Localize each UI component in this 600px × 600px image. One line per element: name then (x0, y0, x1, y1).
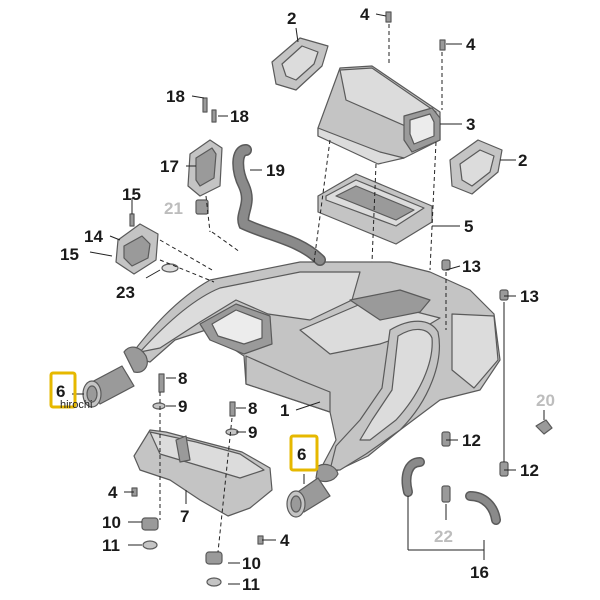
part-heat-shield (133, 429, 273, 517)
callout-19[interactable]: 19 (266, 161, 285, 180)
highlight-box-left (49, 371, 77, 409)
callout-11-bottom[interactable]: 11 (242, 575, 260, 594)
callout-15-left[interactable]: 15 (60, 245, 79, 264)
part-sensor (115, 213, 179, 275)
callout-21[interactable]: 21 (164, 199, 183, 218)
callout-16[interactable]: 16 (470, 563, 489, 582)
callout-4-bottom-left[interactable]: 4 (108, 483, 118, 502)
callout-11-left[interactable]: 11 (102, 536, 120, 555)
callout-9-right[interactable]: 9 (248, 423, 257, 442)
callout-12-right[interactable]: 12 (520, 461, 539, 480)
part-small-right (441, 259, 553, 477)
callout-4-right[interactable]: 4 (466, 35, 476, 54)
callout-8-left[interactable]: 8 (178, 369, 187, 388)
callout-17[interactable]: 17 (160, 157, 179, 176)
callout-10-bottom[interactable]: 10 (242, 554, 261, 573)
part-airbox-lower (123, 261, 501, 483)
callout-15-top[interactable]: 15 (122, 185, 141, 204)
part-mount-bottom (205, 551, 223, 587)
part-seal-right (449, 139, 503, 195)
callout-23[interactable]: 23 (116, 283, 135, 302)
callout-7[interactable]: 7 (180, 507, 189, 526)
callout-13-right[interactable]: 13 (520, 287, 539, 306)
callout-1[interactable]: 1 (280, 401, 289, 420)
callout-2-right[interactable]: 2 (518, 151, 527, 170)
callout-20[interactable]: 20 (536, 391, 555, 410)
callout-10-left[interactable]: 10 (102, 513, 121, 532)
callout-6-right[interactable]: 6 (297, 445, 306, 464)
part-plug (195, 199, 209, 215)
callout-18-left[interactable]: 18 (166, 87, 185, 106)
part-hoses-16 (401, 457, 501, 525)
callout-4-top[interactable]: 4 (360, 5, 370, 24)
callout-4-bottom-right[interactable]: 4 (280, 531, 290, 550)
part-screw-washer-left (152, 373, 166, 410)
callout-13-top[interactable]: 13 (462, 257, 481, 276)
callout-22[interactable]: 22 (434, 527, 453, 546)
part-hose-19 (232, 144, 326, 266)
part-airbox-upper (317, 65, 441, 165)
leader-lines (72, 13, 545, 585)
callout-18-right[interactable]: 18 (230, 107, 249, 126)
callout-2-top[interactable]: 2 (287, 9, 296, 28)
callout-3[interactable]: 3 (466, 115, 475, 134)
callout-14[interactable]: 14 (84, 227, 103, 246)
highlight-box-right (289, 434, 319, 472)
part-intake-boot-left (82, 365, 135, 408)
part-mount-left (141, 517, 159, 550)
callout-6-left[interactable]: 6 (56, 382, 65, 401)
part-valve (187, 97, 223, 197)
part-seal-top (271, 37, 329, 91)
callout-12-left[interactable]: 12 (462, 431, 481, 450)
part-filter-element (317, 173, 433, 245)
callout-8-right[interactable]: 8 (248, 399, 257, 418)
callout-9-left[interactable]: 9 (178, 397, 187, 416)
part-intake-boot-right (286, 477, 331, 518)
callout-5[interactable]: 5 (464, 217, 473, 236)
watermark: hirochi (60, 399, 92, 411)
